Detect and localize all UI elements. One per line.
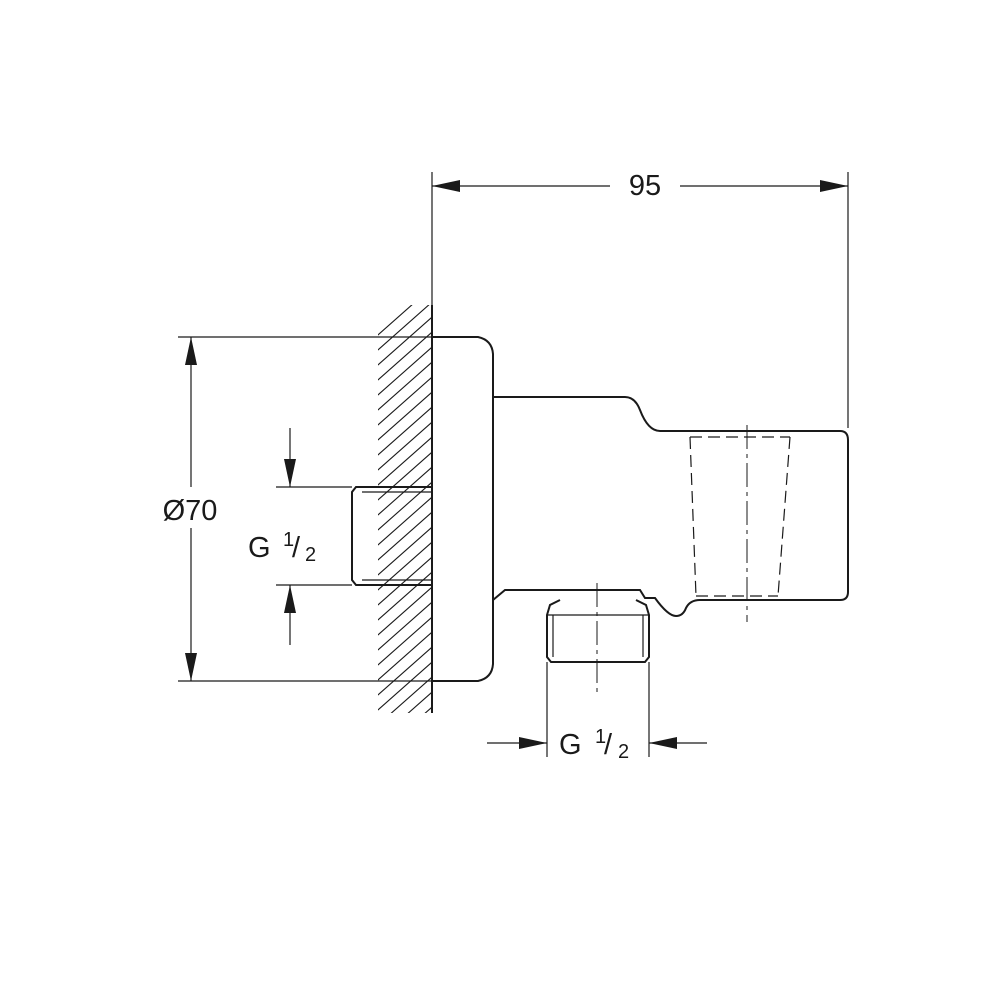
outlet-thread-denominator: 2 <box>618 741 629 763</box>
holder-body-outline <box>492 396 849 618</box>
hatch-line <box>378 305 413 336</box>
hatch-line <box>378 511 432 561</box>
dimension-95-label: 95 <box>629 170 661 202</box>
flange-outline <box>432 336 494 682</box>
wall-thread-slash: / <box>292 532 301 564</box>
hatch-line <box>378 436 432 486</box>
dimension-outlet-thread <box>487 662 707 757</box>
hatch-line <box>378 481 432 531</box>
hatch-line <box>378 616 432 666</box>
wall-thread-denominator: 2 <box>305 544 316 566</box>
wall-thread-label: G <box>248 532 271 564</box>
dimension-flange-diameter <box>178 336 432 682</box>
hatch-line <box>378 376 432 426</box>
outlet-thread-numerator: 1 <box>595 726 606 748</box>
hatch-line <box>370 730 440 792</box>
hatch-line <box>378 421 432 471</box>
hatch-line <box>424 706 432 713</box>
hatch-line <box>370 760 440 822</box>
hatch-line <box>378 391 432 441</box>
hatch-line <box>378 316 432 366</box>
dimension-diameter-label: Ø70 <box>163 495 218 527</box>
hatch-line <box>378 496 432 546</box>
hatch-line <box>378 541 432 591</box>
shower-holder-cone <box>689 436 791 597</box>
outlet-thread-slash: / <box>604 729 613 761</box>
wall-hatching <box>370 305 440 822</box>
hatch-line <box>378 305 430 351</box>
hatch-line <box>378 466 432 516</box>
hatch-line <box>370 715 440 777</box>
hatch-line <box>378 661 432 711</box>
dimension-wall-thread <box>276 428 352 645</box>
hatch-line <box>378 361 432 411</box>
hatch-line <box>378 631 432 681</box>
outlet-thread-connector <box>546 599 650 663</box>
wall-thread-connector <box>351 486 432 586</box>
hatch-line <box>378 346 432 396</box>
dimension-overall-length <box>431 172 849 428</box>
hatch-line <box>378 646 432 696</box>
hatch-line <box>370 745 440 807</box>
hatch-line <box>378 586 432 636</box>
hatch-line <box>378 526 432 576</box>
hatch-line <box>378 556 432 606</box>
hatch-line <box>378 406 432 456</box>
wall-thread-numerator: 1 <box>283 529 294 551</box>
hatch-line <box>378 331 432 381</box>
hatch-line <box>378 571 432 621</box>
hatch-line <box>390 676 432 713</box>
hatch-line <box>407 691 432 713</box>
hatch-line <box>378 601 432 651</box>
hatch-line <box>378 451 432 501</box>
outlet-thread-label: G <box>559 729 582 761</box>
